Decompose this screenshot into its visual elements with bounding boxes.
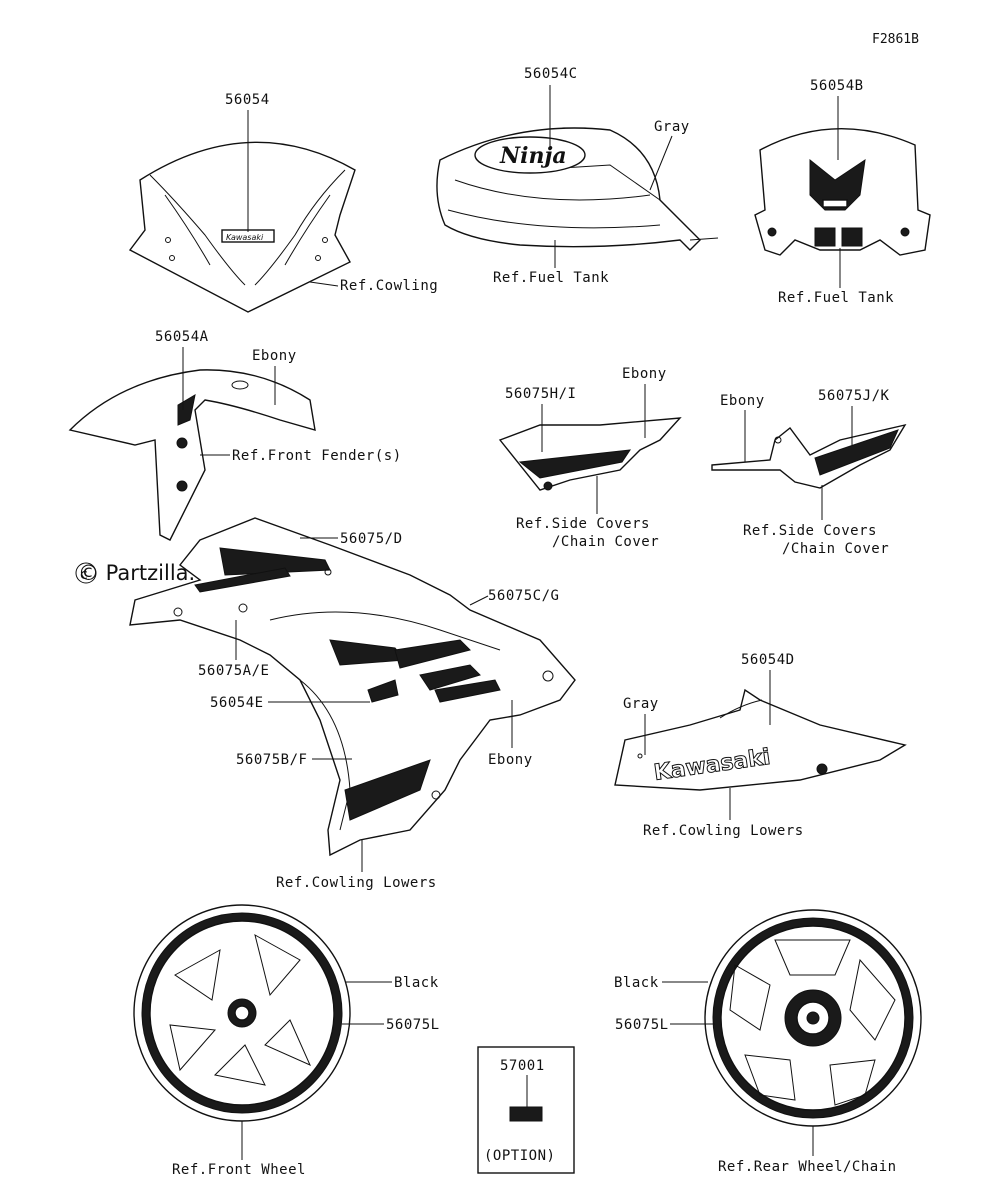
label-56075L-rear: 56075L	[615, 1017, 669, 1033]
label-ebony-fender: Ebony	[252, 348, 297, 364]
cowling-lower-part: Kawasaki	[614, 688, 907, 791]
label-56054D: 56054D	[741, 652, 795, 668]
front-wheel-part	[133, 904, 351, 1122]
label-ebony-cowl: Ebony	[488, 752, 533, 768]
label-ref-side-covers-1a: Ref.Side Covers	[516, 516, 650, 532]
label-black-rear: Black	[614, 975, 659, 991]
label-56075L-front: 56075L	[386, 1017, 440, 1033]
label-ref-side-covers-2b: /Chain Cover	[782, 541, 889, 557]
figure-code: F2861B	[872, 32, 919, 47]
ninja-decal	[474, 136, 586, 174]
label-56075HI: 56075H/I	[505, 386, 576, 402]
label-57001: 57001	[500, 1058, 545, 1074]
tank-pad-part	[754, 127, 931, 256]
side-cover-left-part	[498, 417, 682, 491]
label-ebony-side1: Ebony	[622, 366, 667, 382]
windshield-part: Kawasaki	[128, 141, 356, 313]
side-cover-right-part	[711, 423, 907, 489]
copyright-icon	[75, 562, 97, 584]
option-part	[509, 1106, 543, 1122]
svg-text:c: c	[80, 567, 88, 583]
label-ref-cowling: Ref.Cowling	[340, 278, 438, 294]
label-ref-fuel-tank-1: Ref.Fuel Tank	[493, 270, 609, 286]
tank-pad-badge	[822, 199, 848, 208]
label-ref-fuel-tank-2: Ref.Fuel Tank	[778, 290, 894, 306]
label-56075CG: 56075C/G	[488, 588, 559, 604]
ninja-logo: Ninja	[499, 143, 567, 169]
svg-text:Kawasaki: Kawasaki	[226, 233, 264, 242]
label-56054B: 56054B	[810, 78, 864, 94]
label-56075BF: 56075B/F	[236, 752, 307, 768]
label-ebony-side2: Ebony	[720, 393, 765, 409]
option-box	[477, 1046, 575, 1174]
fuel-tank-part: Ninja	[436, 127, 719, 251]
label-56075D: 56075/D	[340, 531, 403, 547]
label-gray-tank: Gray	[654, 119, 690, 135]
label-56075JK: 56075J/K	[818, 388, 890, 404]
label-black-front: Black	[394, 975, 439, 991]
label-ref-side-covers-1b: /Chain Cover	[552, 534, 659, 550]
label-56054A: 56054A	[155, 329, 209, 345]
label-ref-front-fender: Ref.Front Fender(s)	[232, 448, 402, 464]
label-ref-cowling-lowers-1: Ref.Cowling Lowers	[276, 875, 437, 891]
label-ref-side-covers-2a: Ref.Side Covers	[743, 523, 877, 539]
label-56054E: 56054E	[210, 695, 264, 711]
rear-wheel-part	[704, 909, 922, 1127]
label-ref-front-wheel: Ref.Front Wheel	[172, 1162, 306, 1178]
label-ref-rear-wheel: Ref.Rear Wheel/Chain	[718, 1159, 897, 1175]
label-56054C: 56054C	[524, 66, 578, 82]
label-56054: 56054	[225, 92, 270, 108]
label-option: (OPTION)	[484, 1148, 555, 1164]
main-cowling-part	[129, 517, 576, 857]
front-fender-part	[68, 369, 316, 541]
label-56075AE: 56075A/E	[198, 663, 269, 679]
label-ref-cowling-lowers-2: Ref.Cowling Lowers	[643, 823, 804, 839]
label-gray-lower: Gray	[623, 696, 659, 712]
